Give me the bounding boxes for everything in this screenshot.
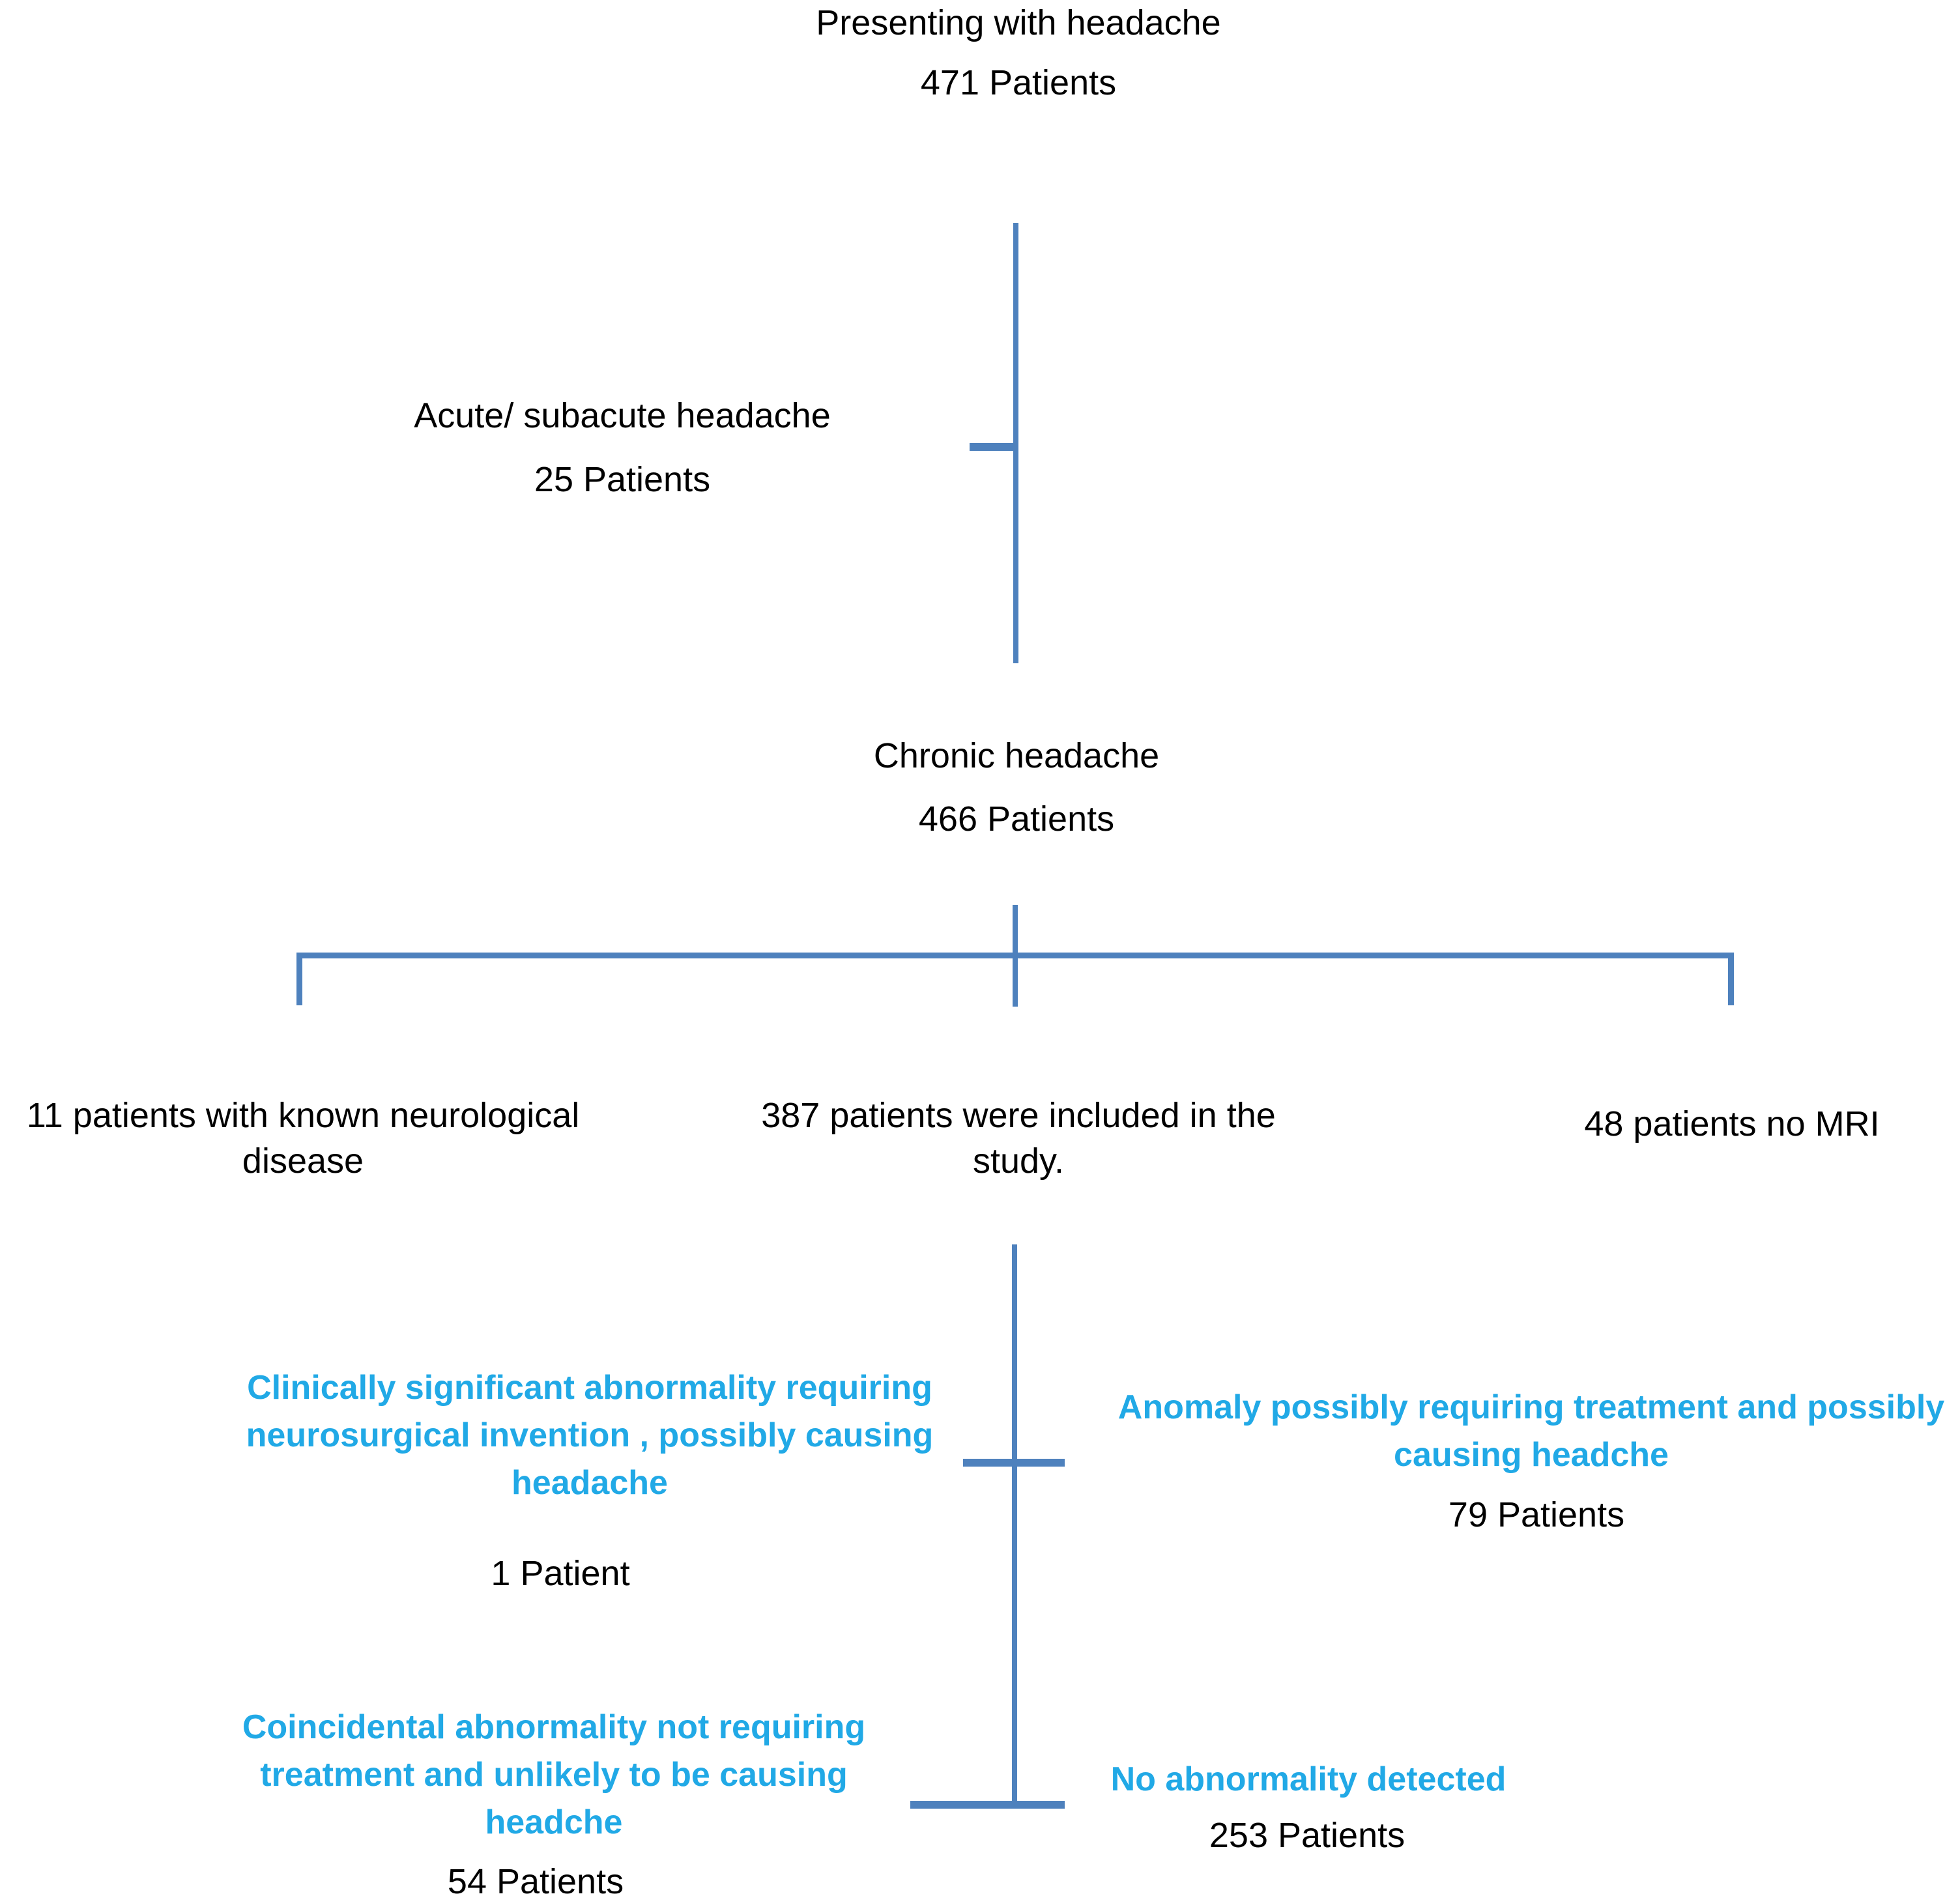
node-title-line: Clinically significant abnormality requi… [247,1369,932,1407]
node-title-line: study. [972,1141,1065,1181]
node-title: Presenting with headache [816,3,1221,42]
node-title-line: disease [242,1141,364,1181]
node-count: 25 Patients [534,460,711,499]
node-title: 48 patients no MRI [1584,1104,1880,1143]
connector-split-right-drop [1728,953,1734,1005]
node-title: Chronic headache [873,736,1160,775]
node-title-line: causing headche [1394,1436,1669,1474]
node-title-line: treatment and unlikely to be causing [260,1756,848,1794]
node-count: 79 Patients [1448,1495,1625,1534]
node-title-line: headche [485,1803,623,1841]
node-title: No abnormality detected [1110,1760,1506,1798]
node-title-line: 387 patients were included in the [761,1096,1276,1135]
connector-outcomes-upper-tick [963,1459,1065,1467]
node-title-line: Coincidental abnormality not requiring [242,1708,866,1746]
node-title-line: Anomaly possibly requiring treatment and… [1117,1388,1945,1426]
connector-acute-tick [970,443,1018,451]
connector-split-left-drop [296,953,302,1005]
node-title-line: 11 patients with known neurological [26,1096,580,1135]
connector-included-outcomes-vertical [1012,1244,1017,1805]
node-count: 471 Patients [920,63,1117,102]
node-title-line: headache [512,1464,668,1502]
node-title-line: neurosurgical invention , possibly causi… [246,1416,934,1454]
node-count: 54 Patients [447,1862,624,1894]
node-count: 1 Patient [491,1554,630,1593]
connector-split-horizontal [296,953,1734,958]
node-count: 466 Patients [918,799,1115,839]
node-count: 253 Patients [1209,1816,1405,1855]
connector-outcomes-lower-tick [910,1801,1065,1809]
node-title: Acute/ subacute headache [414,396,831,435]
